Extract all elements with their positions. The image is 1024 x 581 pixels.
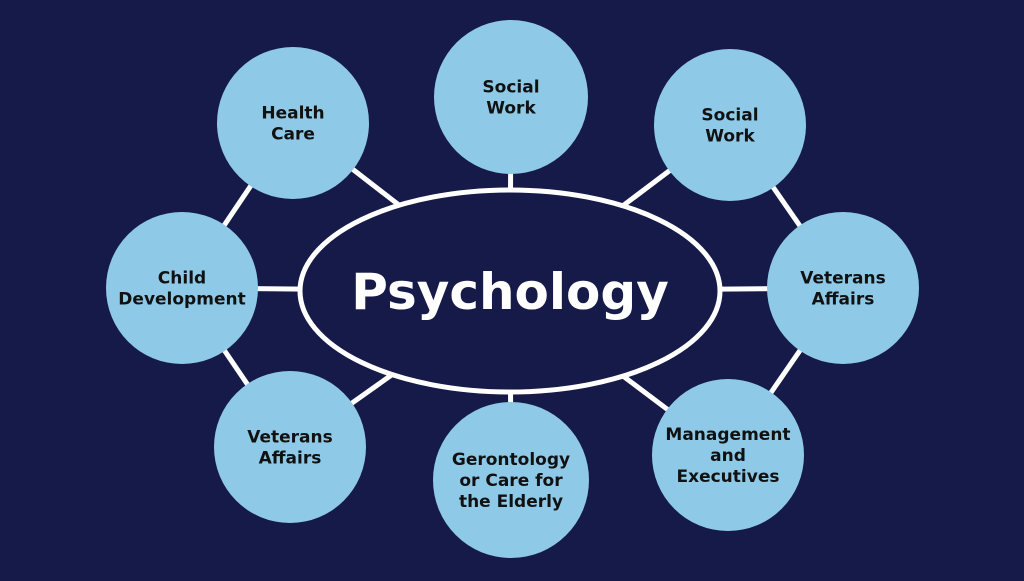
node-label: and	[710, 446, 746, 466]
node-label: Executives	[677, 467, 780, 487]
node-circle	[652, 379, 804, 531]
node-circle	[214, 371, 366, 523]
node-label: Veterans	[800, 269, 886, 289]
node-label: Affairs	[259, 449, 322, 469]
node-circle	[217, 47, 369, 199]
node-circle	[767, 212, 919, 364]
center-label: Psychology	[351, 263, 669, 321]
node-label: the Elderly	[459, 492, 563, 512]
node-label: Veterans	[247, 428, 333, 448]
center-ellipse	[297, 187, 723, 395]
node-label: Child	[158, 269, 206, 289]
node-label: or Care for	[459, 471, 563, 491]
node-label: Management	[665, 425, 790, 445]
node-circle	[434, 20, 588, 174]
node-label: Gerontology	[452, 450, 570, 470]
node-circle	[106, 212, 258, 364]
node-circle	[433, 402, 589, 558]
node-label: Development	[118, 290, 245, 310]
node-circle	[654, 49, 806, 201]
node-label: Affairs	[812, 290, 875, 310]
node-label: Social	[701, 106, 758, 126]
node-label: Social	[482, 78, 539, 98]
node-label: Care	[271, 125, 315, 145]
node-label: Work	[486, 99, 536, 119]
node-label: Health	[261, 104, 324, 124]
node-label: Work	[705, 127, 755, 147]
